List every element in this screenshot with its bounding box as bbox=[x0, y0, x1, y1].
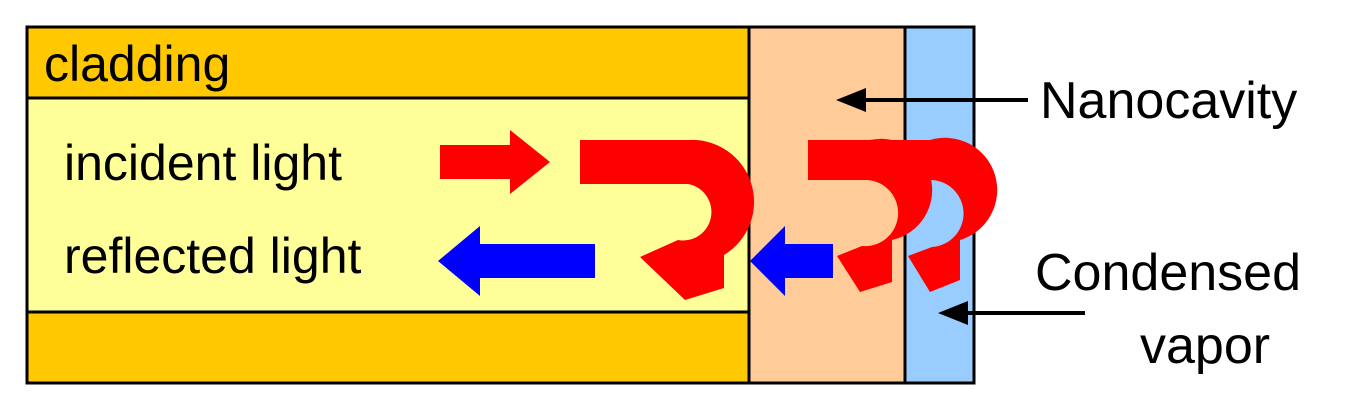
condensed-vapor-pointer-arrowhead bbox=[938, 301, 968, 325]
cladding-top-layer bbox=[25, 25, 751, 100]
incident-light-arrow bbox=[440, 130, 550, 194]
cladding-label: cladding bbox=[44, 36, 230, 92]
reflected-light-arrow-cavity bbox=[750, 226, 833, 296]
incident-light-label: incident light bbox=[64, 135, 342, 191]
reflection-u-turn-arrow-vapor bbox=[880, 137, 998, 292]
nanocavity-pointer-arrowhead bbox=[836, 88, 866, 112]
reflected-light-label: reflected light bbox=[64, 228, 361, 284]
reflection-u-turn-arrow-large bbox=[580, 139, 755, 300]
condensed-vapor-label-line1: Condensed bbox=[1035, 244, 1301, 302]
reflected-light-arrow bbox=[438, 226, 595, 296]
cladding-bottom-layer bbox=[25, 310, 751, 385]
condensed-vapor-label-line2: vapor bbox=[1140, 317, 1270, 375]
core-layer bbox=[25, 96, 751, 314]
nanocavity-layer bbox=[747, 25, 907, 385]
nanocavity-label: Nanocavity bbox=[1040, 72, 1297, 130]
